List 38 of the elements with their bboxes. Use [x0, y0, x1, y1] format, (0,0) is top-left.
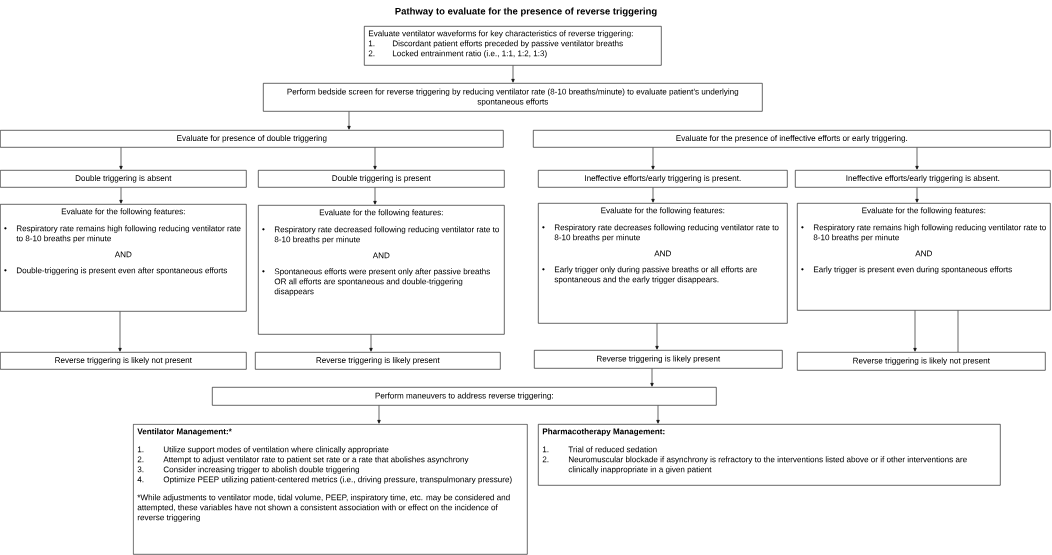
- process-box: Reverse triggering is likely not present: [797, 352, 1046, 371]
- process-box: Double triggering is present: [258, 170, 505, 188]
- process-box: Reverse triggering is likely present: [534, 350, 783, 369]
- process-box: Evaluate for the following features: Respiratory rate remains high following reducing ventilator rate to 8-10 breaths per minute AND Double-triggering is present even after spontaneous efforts: [0, 204, 247, 312]
- arrow: [118, 311, 122, 352]
- process-box: Ineffective efforts/early triggering is absent.: [795, 170, 1051, 188]
- arrow: [915, 187, 919, 203]
- arrow: [119, 187, 123, 204]
- process-box: Reverse triggering is likely not present: [0, 352, 247, 370]
- arrow: [369, 334, 373, 352]
- arrow: [655, 323, 659, 350]
- arrow: [119, 147, 123, 170]
- arrow: [377, 405, 381, 424]
- process-box: Reverse triggering is likely present: [255, 352, 501, 370]
- connector-line: [957, 310, 959, 353]
- process-box: Ventilator Management:* 1. Utilize support modes of ventilation where clinically appropriate 2. Attempt to adjust ventilator rate to patient set rate or a rate that abolishes asynchrony 3. Consider increasing trigger to abolish double triggering 4. Optimize PEEP utilizing patient-centered metrics (i.e., driving pressure, transpulmonary pressure) *While adjustments to ventilator mode, tidal volume, PEEP, inspiratory time, etc. may be considered and attempted, these variables have not shown a consistent association with or effect on the incidence of reverse triggering: [133, 424, 528, 555]
- process-box: Pharmacotherapy Management: 1. Trial of reduced sedation 2. Neuromuscular blockade if asynchrony is refractory to the interventions listed above or if other interventions are clinically inappropriate in a given patient: [538, 424, 1001, 486]
- process-box: Evaluate for the following features: Respiratory rate decreases following reducing ventilator rate to 8-10 breaths per minute AND Early trigger only during passive breaths or all efforts are spontaneous and the early trigger disappears.: [538, 203, 788, 324]
- arrow: [656, 405, 660, 424]
- process-box: Perform maneuvers to address reverse triggering:: [212, 387, 717, 406]
- arrow: [651, 187, 655, 203]
- process-box: Evaluate for the following features: Respiratory rate decreased following reducing ventilator rate to 8-10 breaths per minute AND Spontaneous efforts were present only after passive breaths OR all efforts are spontaneous and double-triggering disappears: [258, 205, 505, 335]
- process-box: Ineffective efforts/early triggering is present.: [538, 170, 788, 188]
- process-box: Evaluate for the presence of ineffective efforts or early triggering.: [533, 130, 1051, 148]
- arrow: [373, 187, 377, 205]
- process-box: Double triggering is absent: [0, 170, 247, 188]
- process-box: Evaluate ventilator waveforms for key characteristics of reverse triggering: 1. Discordant patient efforts preceded by passive ventilator breaths 2. Locked entrainment ratio (i.e., 1:1, 1:2, 1:3): [364, 26, 662, 66]
- arrow: [347, 111, 351, 130]
- arrow: [511, 65, 515, 83]
- arrow: [915, 147, 919, 170]
- arrow: [373, 147, 377, 170]
- arrow: [650, 368, 654, 387]
- process-box: Perform bedside screen for reverse triggering by reducing ventilator rate (8-10 breaths/minute) to evaluate patient’s underlying spontaneous efforts: [263, 83, 763, 112]
- process-box: Evaluate for the following features: Respiratory rate remains high following reducing ventilator rate to 8-10 breaths per minute AND Early trigger is present even during spontaneous efforts: [797, 203, 1051, 311]
- process-box: Evaluate for presence of double triggering: [0, 130, 504, 148]
- title: Pathway to evaluate for the presence of reverse triggering: [395, 7, 657, 17]
- arrow: [651, 147, 655, 170]
- arrow: [913, 310, 917, 352]
